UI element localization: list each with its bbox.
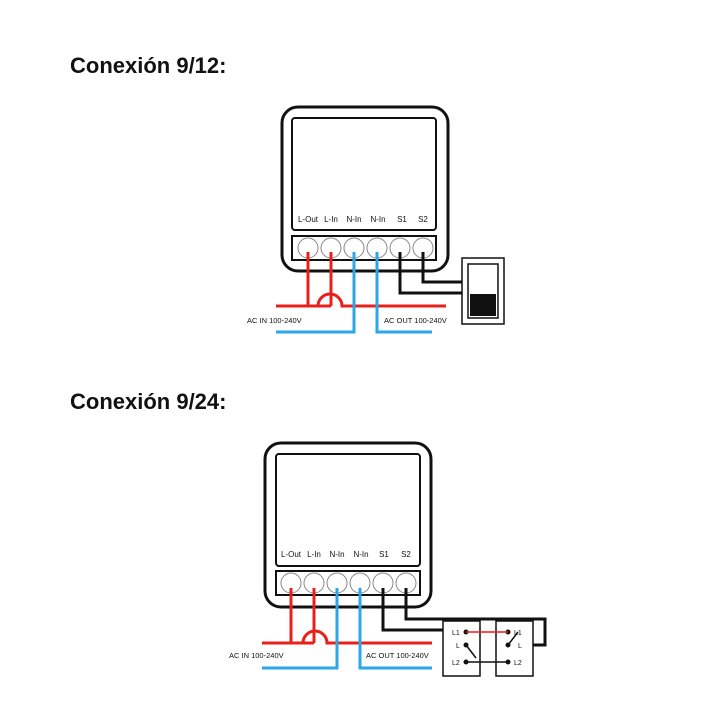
terminal-label-s1: S1 bbox=[379, 550, 389, 559]
switch-a-terminal-l2: L2 bbox=[452, 660, 460, 667]
ac-in-label-2: AC IN 100-240V bbox=[229, 651, 284, 660]
terminal-label-s2: S2 bbox=[401, 550, 411, 559]
traveler-wires bbox=[466, 631, 508, 663]
live-wires-1 bbox=[276, 252, 446, 308]
two-way-switch-b: L1 L L2 bbox=[495, 620, 534, 677]
neutral-wires-1 bbox=[276, 252, 432, 334]
relay-module-2-face bbox=[275, 453, 421, 567]
diagram-title-1: Conexión 9/12: bbox=[70, 53, 227, 78]
terminal-label-n-in: N-In bbox=[329, 550, 344, 559]
relay-module-1-face bbox=[291, 117, 437, 231]
switch-wires-1 bbox=[398, 252, 462, 295]
switch-a-terminal-l1: L1 bbox=[452, 630, 460, 637]
switch-a-terminal-l: L bbox=[456, 643, 460, 650]
switch-b-terminal-l: L bbox=[518, 643, 522, 650]
terminal-block-1 bbox=[291, 235, 437, 261]
terminal-label-n-in: N-In bbox=[346, 215, 361, 224]
diagram-2: L-Out L-In N-In N-In S1 S2 L1 bbox=[229, 441, 547, 677]
terminal-label-l-in: L-In bbox=[324, 215, 338, 224]
terminal-label-l-in: L-In bbox=[307, 550, 321, 559]
rocker-switch bbox=[461, 257, 505, 325]
switch-b-terminal-l1: L1 bbox=[514, 630, 522, 637]
terminal-label-l-out: L-Out bbox=[298, 215, 319, 224]
ac-in-label-1: AC IN 100-240V bbox=[247, 316, 302, 325]
ac-out-label-1: AC OUT 100-240V bbox=[384, 316, 447, 325]
terminal-label-s2: S2 bbox=[418, 215, 428, 224]
switch-b-terminal-l2: L2 bbox=[514, 660, 522, 667]
two-way-switch-a: L1 L L2 bbox=[442, 620, 481, 677]
diagram-title-2: Conexión 9/24: bbox=[70, 389, 227, 414]
terminal-label-n-in: N-In bbox=[370, 215, 385, 224]
terminal-screws-1 bbox=[297, 237, 434, 259]
diagram-1: L-Out L-In N-In N-In S1 S2 bbox=[247, 105, 505, 334]
live-wires-2 bbox=[262, 588, 432, 645]
terminal-label-s1: S1 bbox=[397, 215, 407, 224]
ac-out-label-2: AC OUT 100-240V bbox=[366, 651, 429, 660]
terminal-label-l-out: L-Out bbox=[281, 550, 302, 559]
terminal-label-n-in: N-In bbox=[353, 550, 368, 559]
neutral-wires-2 bbox=[262, 588, 432, 670]
